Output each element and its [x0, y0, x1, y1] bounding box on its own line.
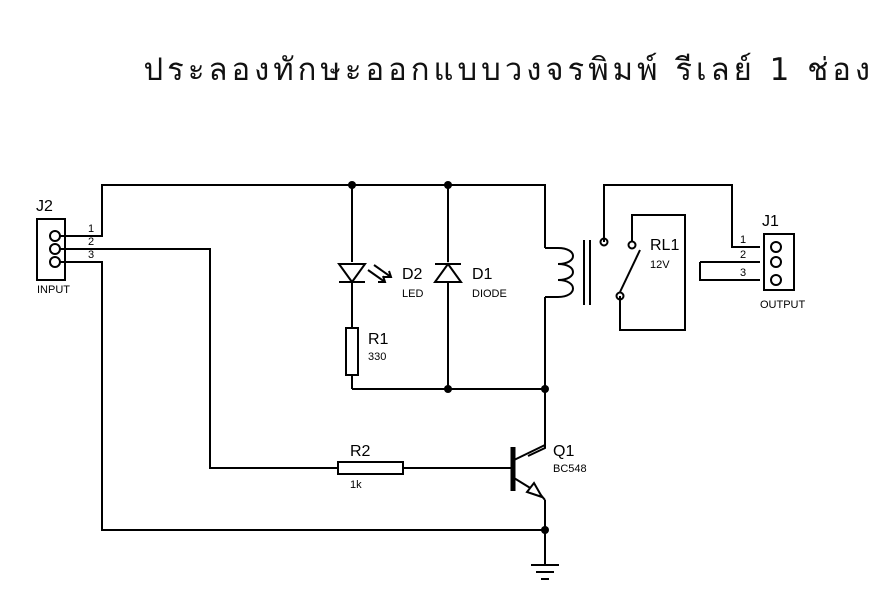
rl1-value: 12V [650, 259, 670, 271]
light-arrow [367, 269, 386, 283]
resistor-body [337, 461, 404, 475]
d2-ref: D2 [402, 266, 423, 283]
connector-body [763, 233, 795, 291]
relay-switch-arm [619, 249, 641, 293]
connector-j1: J1 OUTPUT 1 2 3 [740, 213, 806, 311]
wire-top-rail [75, 184, 546, 248]
diode-triangle [337, 263, 367, 284]
wire-contact-no-2 [699, 262, 760, 281]
junction-dot [541, 526, 549, 534]
junction-dot [348, 181, 356, 189]
pin-circle [770, 274, 782, 286]
wire-coil-collector [527, 297, 546, 457]
diagram-title: ประลองทักษะออกแบบวงจรพิมพ์ รีเลย์ 1 ช่อง [143, 52, 874, 88]
j2-ref: J2 [36, 198, 53, 215]
relay-contact [599, 237, 609, 247]
rl1-ref: RL1 [650, 237, 679, 254]
q1-value: BC548 [553, 463, 587, 475]
pin-circle [770, 241, 782, 253]
d1-value: DIODE [472, 288, 507, 300]
j1-pin-1: 1 [740, 234, 746, 246]
junction-dot [444, 181, 452, 189]
wire-ground-return [75, 261, 545, 531]
transistor-q1: Q1 BC548 [510, 443, 587, 501]
pin-circle [770, 256, 782, 268]
resistor-r1: R1 330 [345, 327, 389, 376]
r1-value: 330 [368, 351, 386, 363]
diode-d1: D1 DIODE [433, 262, 507, 300]
r2-ref: R2 [350, 443, 371, 460]
j1-pin-3: 3 [740, 267, 746, 279]
relay-contact [627, 240, 637, 250]
wire-contact-com [603, 184, 760, 248]
j2-pin-3: 3 [88, 249, 94, 261]
j1-ref: J1 [762, 213, 779, 230]
pin-circle [49, 256, 61, 268]
connector-j2: J2 INPUT 1 2 3 [36, 198, 94, 296]
emitter-arrow [525, 481, 545, 499]
junction-dot [541, 385, 549, 393]
r2-value: 1k [350, 479, 362, 491]
junctions [348, 181, 549, 534]
d1-ref: D1 [472, 266, 493, 283]
pin-circle [49, 230, 61, 242]
j2-label: INPUT [37, 284, 70, 296]
relay-rl1: RL1 12V [545, 237, 679, 305]
diode-triangle [433, 262, 463, 283]
wire-input-base [75, 248, 338, 469]
j2-pin-2: 2 [88, 236, 94, 248]
light-arrow [373, 264, 392, 278]
j2-pin-1: 1 [88, 223, 94, 235]
wire-contact-nc [619, 214, 686, 331]
pin-circle [49, 243, 61, 255]
wires [75, 184, 760, 565]
junction-dot [444, 385, 452, 393]
j1-label: OUTPUT [760, 299, 806, 311]
transistor-collector [513, 444, 546, 461]
resistor-r2: R2 1k [337, 443, 404, 491]
led-d2: D2 LED [337, 263, 423, 300]
relay-coil [545, 247, 574, 298]
j1-pin-2: 2 [740, 249, 746, 261]
ground-symbol [531, 564, 559, 580]
r1-ref: R1 [368, 331, 389, 348]
relay-contact [615, 291, 625, 301]
d2-value: LED [402, 288, 423, 300]
resistor-body [345, 327, 359, 376]
q1-ref: Q1 [553, 443, 574, 460]
